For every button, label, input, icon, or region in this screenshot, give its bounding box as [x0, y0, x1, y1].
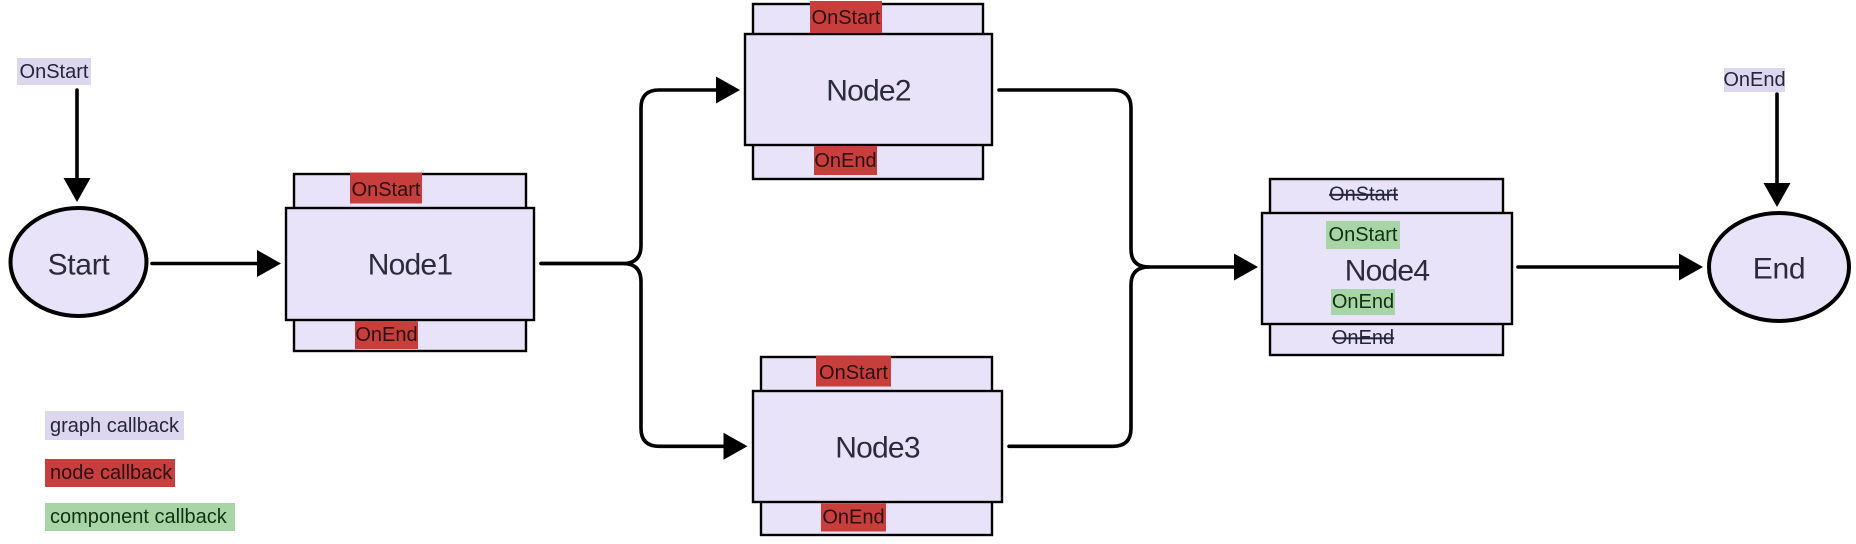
svg-text:OnEnd: OnEnd: [1332, 327, 1394, 349]
svg-text:Node4: Node4: [1345, 255, 1430, 288]
svg-text:OnStart: OnStart: [1329, 224, 1398, 246]
svg-text:OnEnd: OnEnd: [814, 150, 876, 172]
svg-text:OnEnd: OnEnd: [1332, 291, 1394, 313]
svg-text:OnStart: OnStart: [352, 179, 421, 201]
svg-text:OnEnd: OnEnd: [355, 324, 417, 346]
svg-text:node callback: node callback: [50, 462, 173, 484]
svg-text:Node2: Node2: [826, 75, 911, 108]
svg-text:OnEnd: OnEnd: [822, 507, 884, 529]
svg-text:OnStart: OnStart: [1329, 184, 1398, 206]
svg-text:OnStart: OnStart: [20, 61, 89, 83]
svg-text:OnEnd: OnEnd: [1723, 69, 1785, 91]
svg-text:component callback: component callback: [50, 506, 228, 528]
svg-text:graph callback: graph callback: [50, 415, 180, 437]
svg-text:Node3: Node3: [835, 432, 920, 465]
svg-text:End: End: [1753, 253, 1805, 286]
svg-text:Start: Start: [48, 249, 111, 282]
svg-text:Node1: Node1: [368, 249, 453, 282]
svg-text:OnStart: OnStart: [819, 362, 888, 384]
svg-text:OnStart: OnStart: [812, 7, 881, 29]
